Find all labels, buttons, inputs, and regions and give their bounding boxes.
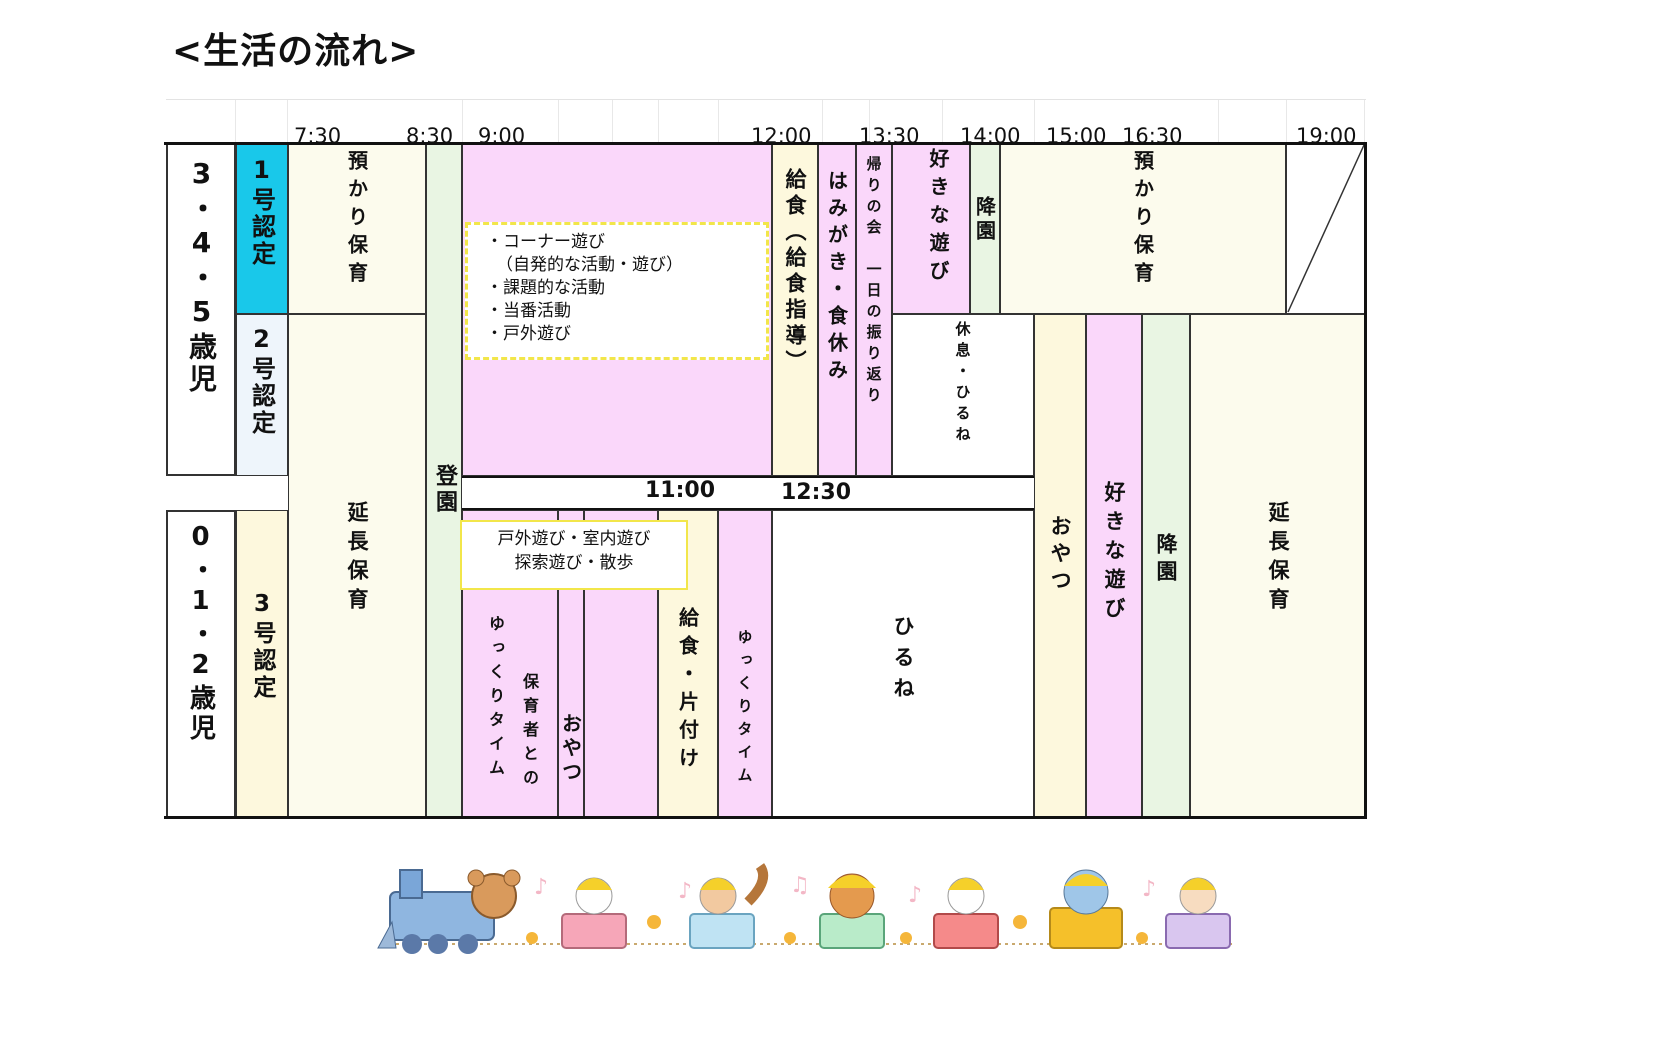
azukari-morning: 預かり保育	[288, 143, 426, 314]
age-group-older-label: 3・4・5歳児	[185, 157, 218, 396]
svg-text:♪: ♪	[534, 875, 548, 900]
locomotive	[377, 869, 521, 954]
kyusoku-label: 休息・ひるね	[953, 321, 972, 447]
table-border-right	[1364, 142, 1367, 819]
kyusoku: 休息・ひるね	[892, 314, 1034, 476]
suki-asobi-older: 好きな遊び	[892, 143, 970, 314]
yukkuri-2: ゆっくりタイム	[718, 510, 772, 819]
cert-2-label: 2号認定	[247, 325, 276, 437]
activities-box: ・コーナー遊び （自発的な活動・遊び） ・課題的な活動 ・当番活動 ・戸外遊び	[465, 222, 769, 360]
time-label: 12:30	[781, 480, 852, 505]
blank-slash-cell	[1286, 143, 1366, 314]
kyushoku-younger: 給食・片付け	[658, 510, 718, 819]
koen-older-label: 降園	[972, 196, 997, 244]
table-border-bottom	[164, 816, 1366, 819]
encho-evening-label: 延長保育	[1266, 501, 1290, 617]
svg-text:♪: ♪	[678, 879, 692, 904]
encho-evening: 延長保育	[1190, 314, 1366, 819]
cert-3-label: 3号認定	[249, 591, 275, 702]
activity-item: （自発的な活動・遊び）	[496, 255, 683, 275]
younger-play-line: 探索遊び・散歩	[514, 553, 634, 573]
cert-3: 3号認定	[236, 510, 288, 819]
azukari-morning-label: 預かり保育	[344, 150, 369, 290]
train-car	[689, 863, 768, 949]
toen: 登園	[426, 143, 462, 819]
svg-text:♫: ♫	[790, 873, 810, 898]
suki-asobi-shared: 好きな遊び	[1086, 314, 1142, 819]
kyushoku-younger-label: 給食・片付け	[675, 607, 700, 775]
koen-shared: 降園	[1142, 314, 1190, 819]
koen-shared-label: 降園	[1154, 533, 1178, 587]
younger-play-line: 戸外遊び・室内遊び	[497, 529, 651, 549]
train-car	[933, 877, 999, 949]
train-car	[819, 873, 885, 949]
suki-asobi-shared-label: 好きな遊び	[1102, 481, 1126, 626]
kyushoku-older: 給食（給食指導）	[772, 143, 818, 476]
slash-line	[1287, 144, 1365, 313]
cert-1: 1号認定	[236, 143, 288, 314]
oyatsu-shared-label: おやつ	[1048, 515, 1072, 596]
encho-morning: 延長保育	[288, 314, 426, 819]
middle-time-row	[462, 476, 1034, 510]
azukari-afternoon-label: 預かり保育	[1130, 150, 1155, 290]
train-car	[1049, 869, 1123, 949]
hamigaki-label: はみがき・食休み	[824, 170, 849, 386]
activity-item: ・戸外遊び	[486, 324, 571, 344]
kaeri-no-kai: 帰りの会 一日の振り返り	[856, 143, 892, 476]
suki-asobi-older-label: 好きな遊び	[926, 148, 950, 288]
page-title: <生活の流れ>	[172, 31, 420, 72]
oyatsu-younger-label: おやつ	[558, 713, 583, 785]
younger-play-box: 戸外遊び・室内遊び 探索遊び・散歩	[460, 520, 688, 590]
age-group-younger: 0・1・2歳児	[166, 510, 236, 819]
age-group-older: 3・4・5歳児	[166, 143, 236, 476]
activity-item: ・当番活動	[486, 301, 571, 321]
encho-morning-label: 延長保育	[345, 501, 369, 617]
header-grid	[166, 99, 1366, 144]
time-label: 11:00	[645, 478, 716, 503]
hirune: ひるね	[772, 510, 1034, 819]
train-car	[561, 877, 627, 949]
activity-item: ・課題的な活動	[486, 278, 605, 298]
toen-label: 登園	[432, 464, 457, 516]
yukkuri-2-label: ゆっくりタイム	[735, 629, 754, 790]
yukkuri-1-label: ゆっくりタイム	[486, 615, 505, 783]
table-border-top	[164, 142, 1366, 145]
kyushoku-older-label: 給食（給食指導）	[783, 168, 807, 376]
oyatsu-shared: おやつ	[1034, 314, 1086, 819]
azukari-afternoon: 預かり保育	[1000, 143, 1286, 314]
cert-2: 2号認定	[236, 314, 288, 476]
kaeri-label: 帰りの会 一日の振り返り	[864, 156, 883, 408]
hoikusha-label: 保育者との	[520, 673, 539, 793]
age-group-younger-label: 0・1・2歳児	[185, 522, 216, 744]
hirune-label: ひるね	[891, 615, 915, 708]
hamigaki: はみがき・食休み	[818, 143, 856, 476]
svg-text:♪: ♪	[908, 883, 922, 908]
train-car	[1165, 877, 1231, 949]
cert-1-label: 1号認定	[247, 156, 276, 268]
koen-older: 降園	[970, 143, 1000, 314]
train-illustration: ♪ ♪ ♫ ♪ ♪	[377, 863, 1232, 954]
activity-item: ・コーナー遊び	[486, 232, 605, 252]
svg-text:♪: ♪	[1142, 877, 1156, 902]
